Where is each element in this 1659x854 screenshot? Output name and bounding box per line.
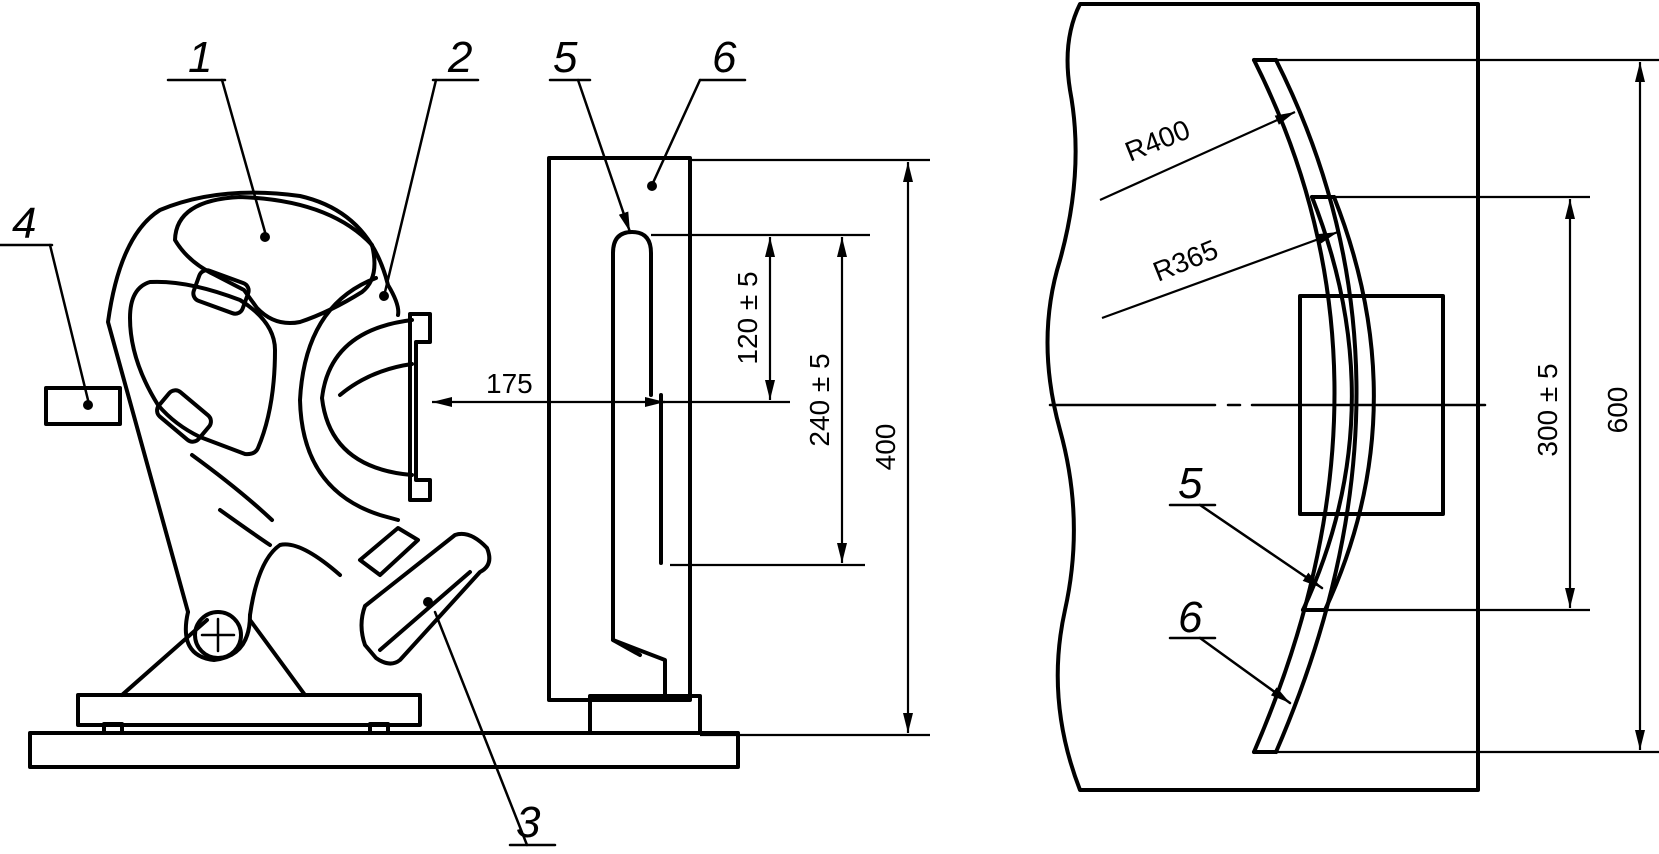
callout-1: 1 [188, 33, 212, 82]
dot-3 [423, 597, 433, 607]
plan-dimensions [1099, 58, 1659, 754]
plan-panel [1045, 2, 1480, 792]
dot-2 [379, 291, 389, 301]
test-panel [547, 156, 702, 735]
callout-6-plan: 6 [1178, 593, 1203, 642]
side-dimensions [432, 158, 930, 737]
dot-4 [83, 400, 93, 410]
plan-head [1298, 294, 1445, 516]
callout-3: 3 [516, 798, 541, 847]
arc-r365 [1323, 195, 1376, 612]
dim-400: 400 [870, 424, 901, 471]
filter-canister [358, 526, 492, 666]
base-plate [28, 731, 740, 769]
callout-6: 6 [712, 33, 737, 82]
rod [44, 386, 122, 426]
headform [106, 190, 432, 617]
dim-240: 240 ± 5 [804, 353, 835, 446]
dim-175: 175 [486, 368, 533, 399]
dim-300: 300 ± 5 [1532, 363, 1563, 456]
side-view: 175 120 ± 5 240 ± 5 400 1 2 4 5 6 3 [0, 33, 930, 847]
radius-365: R365 [1149, 234, 1223, 288]
arc-r400 [1252, 58, 1337, 754]
callout-5: 5 [553, 33, 578, 82]
callout-2: 2 [447, 33, 472, 82]
radius-400: R400 [1121, 114, 1195, 168]
dim-600: 600 [1602, 387, 1633, 434]
headform-stand [76, 610, 422, 735]
side-leaders [0, 78, 747, 847]
callout-4: 4 [12, 199, 36, 248]
dot-6 [647, 181, 657, 191]
dim-120: 120 ± 5 [732, 271, 763, 364]
plan-view: R400 R365 300 ± 5 600 5 6 [1045, 2, 1659, 792]
dot-1 [260, 232, 270, 242]
callout-5-plan: 5 [1178, 459, 1203, 508]
